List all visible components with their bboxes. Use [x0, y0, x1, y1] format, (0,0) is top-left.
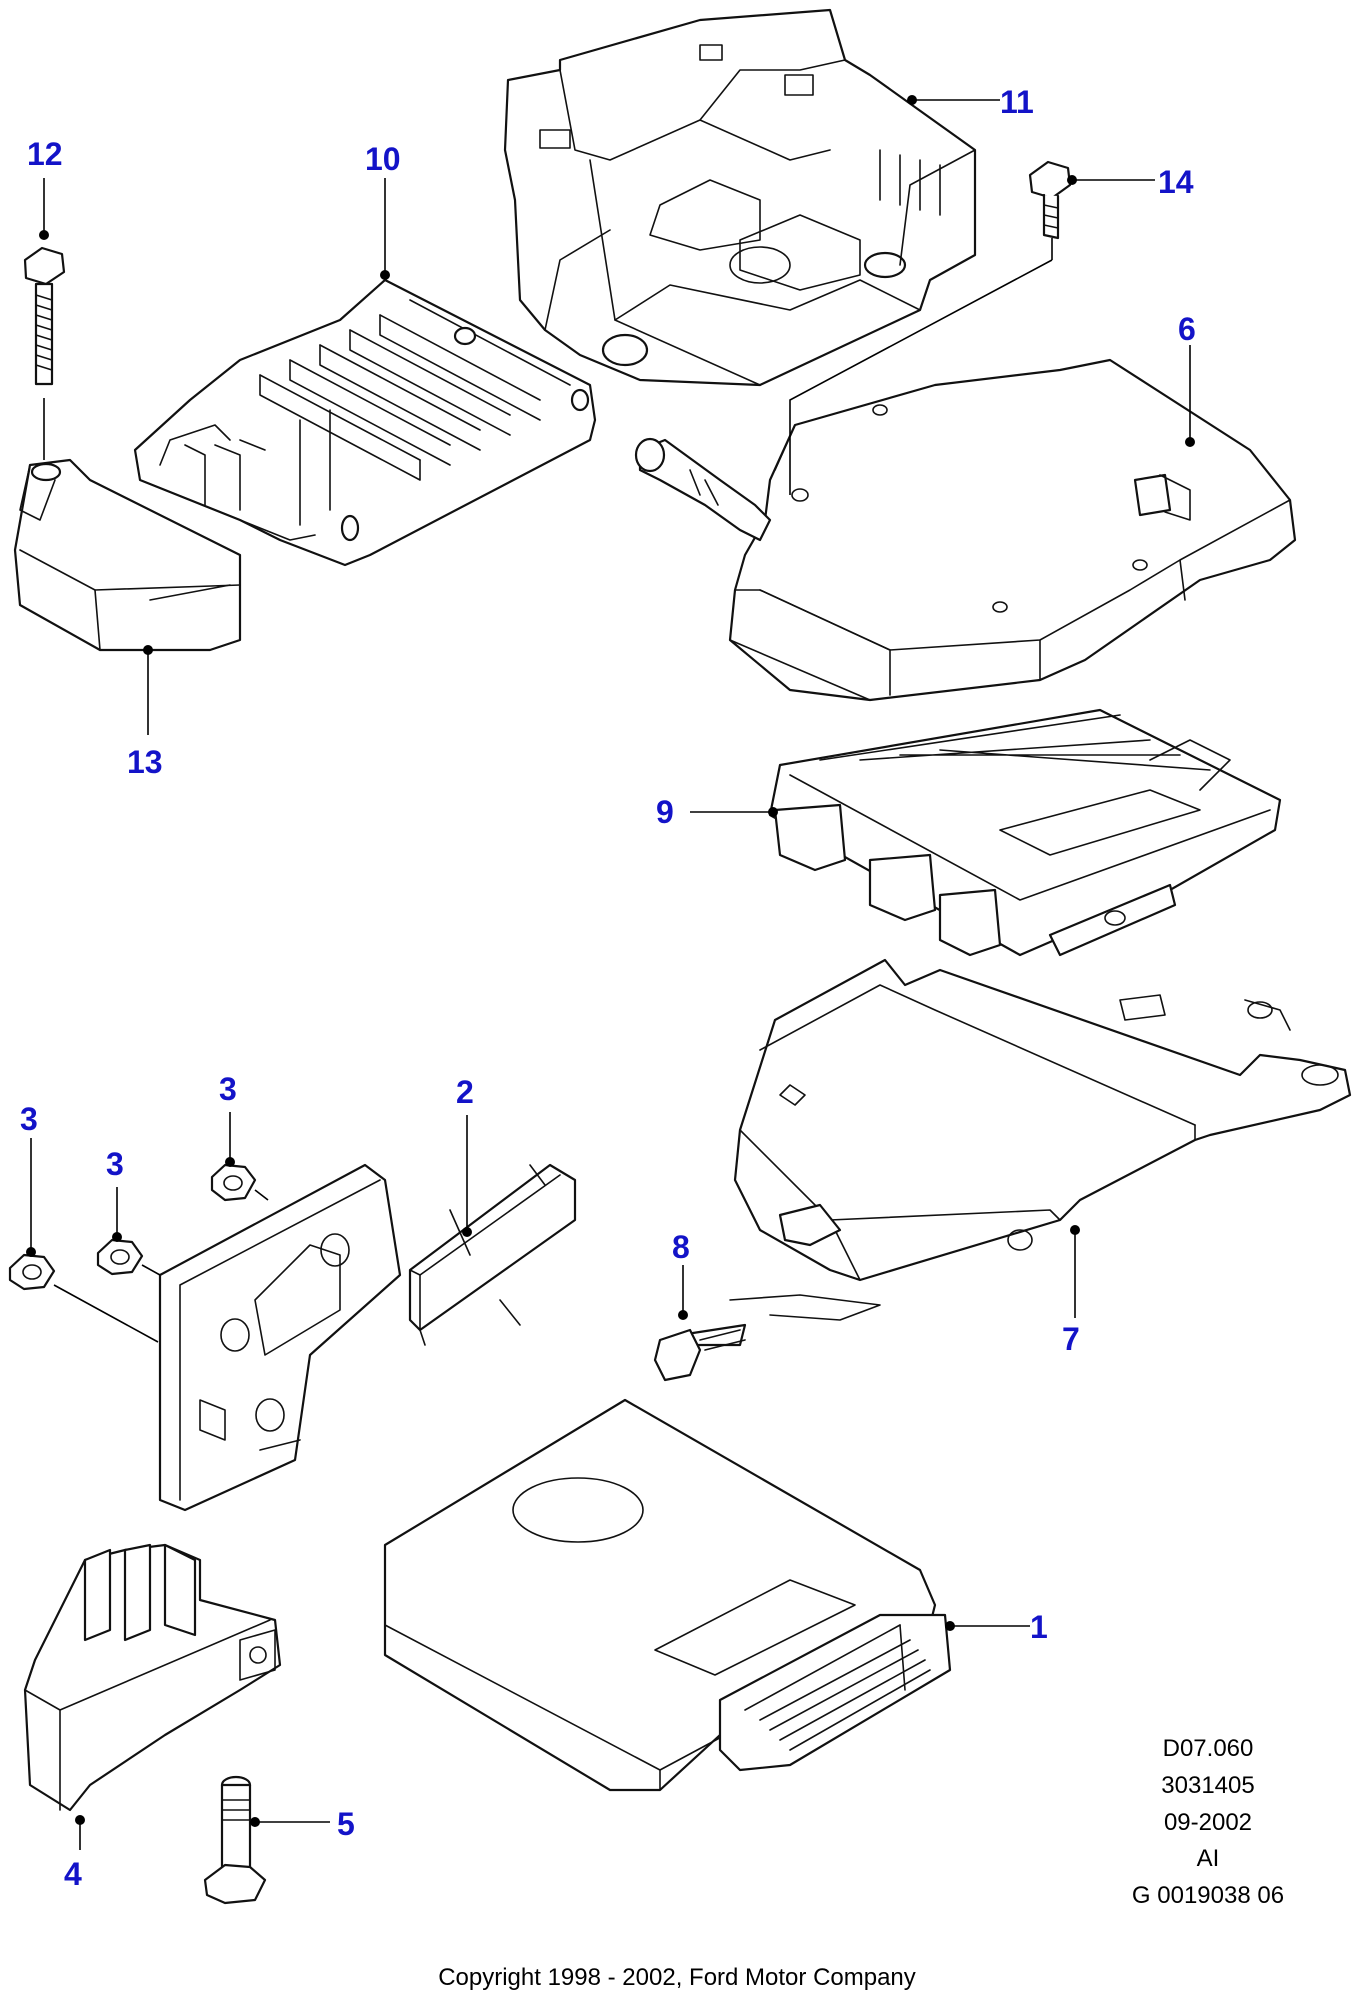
part-8-bolt [653, 1294, 881, 1382]
support-plate [158, 1163, 402, 1512]
part-14-bolt [1028, 160, 1072, 240]
reference-block: D07.060 3031405 09-2002 AI G 0019038 06 [1132, 1735, 1284, 1909]
callout-4: 4 [64, 1815, 85, 1892]
part-7-tray [733, 958, 1352, 1282]
callout-1: 1 [945, 1609, 1048, 1645]
callout-3-a: 3 [219, 1071, 269, 1201]
part-5-stud [203, 1775, 267, 1905]
ref-line-3: 09-2002 [1164, 1809, 1252, 1836]
part-13-connector [13, 458, 242, 652]
callout-9: 9 [656, 794, 778, 830]
ref-line-4: AI [1197, 1845, 1220, 1872]
callout-2-label: 2 [456, 1074, 474, 1110]
callout-7-label: 7 [1062, 1321, 1080, 1357]
callout-8-label: 8 [672, 1229, 690, 1265]
part-9-ecu [768, 708, 1282, 957]
callout-12: 12 [27, 136, 63, 460]
part-11-bracket [503, 8, 977, 387]
part-12-bolt [23, 246, 66, 386]
part-2-bracket [408, 1163, 577, 1346]
callout-2: 2 [456, 1074, 474, 1237]
callout-9-label: 9 [656, 794, 674, 830]
callout-11-label: 11 [1000, 84, 1034, 120]
callout-7: 7 [1062, 1225, 1080, 1357]
ref-line-1: D07.060 [1163, 1735, 1254, 1762]
copyright-text: Copyright 1998 - 2002, Ford Motor Compan… [438, 1964, 916, 1991]
callout-14-label: 14 [1158, 164, 1194, 200]
callout-3b-label: 3 [106, 1146, 124, 1182]
callout-3a-label: 3 [219, 1071, 237, 1107]
callout-4-label: 4 [64, 1856, 82, 1892]
part-4-relay-bracket [23, 1543, 282, 1812]
part-1-ecu [383, 1398, 952, 1792]
callout-3-b: 3 [106, 1146, 161, 1276]
ref-line-5: G 0019038 06 [1132, 1882, 1284, 1909]
callout-8: 8 [672, 1229, 690, 1320]
ref-line-2: 3031405 [1161, 1772, 1254, 1799]
part-6-cover [634, 358, 1297, 702]
callout-3c-label: 3 [20, 1101, 38, 1137]
callout-5: 5 [250, 1806, 355, 1842]
callout-14: 14 [789, 164, 1194, 495]
callout-13-label: 13 [127, 744, 163, 780]
callout-1-label: 1 [1030, 1609, 1048, 1645]
callout-5-label: 5 [337, 1806, 355, 1842]
callout-12-label: 12 [27, 136, 63, 172]
callout-13: 13 [127, 645, 163, 780]
callout-3-c: 3 [20, 1101, 159, 1343]
callout-11: 11 [907, 84, 1034, 120]
callout-10: 10 [365, 141, 401, 280]
callout-6-label: 6 [1178, 311, 1196, 347]
part-10-module-finned [133, 278, 597, 567]
callout-10-label: 10 [365, 141, 401, 177]
callout-6: 6 [1178, 311, 1196, 447]
